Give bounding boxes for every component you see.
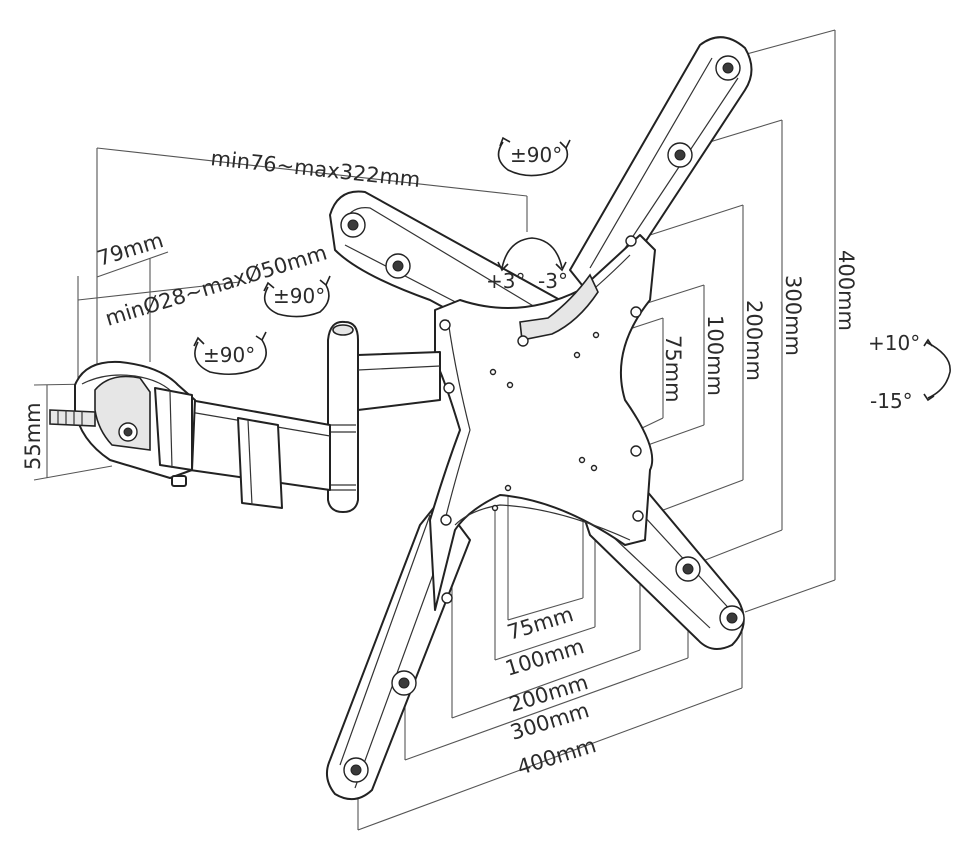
level-plus-label: +3° xyxy=(486,269,525,293)
vesa-v-100-label: 100mm xyxy=(703,315,727,396)
arm-swivel-lower-label: ±90° xyxy=(203,343,255,367)
tilt-arrow-icon xyxy=(925,341,951,399)
rotate-arrow-icon xyxy=(497,141,569,177)
rotation-indicators xyxy=(193,136,951,402)
tube-clamp xyxy=(49,360,196,487)
screw-icon xyxy=(630,306,642,318)
plate-hinge-bracket xyxy=(519,273,599,341)
top-swivel-label: ±90° xyxy=(510,143,562,167)
vesa-v-300-label: 300mm xyxy=(781,275,805,356)
plate-center xyxy=(429,234,656,611)
screw-icon xyxy=(441,592,453,604)
rotation-labels: ±90° ±90° ±90° +3° -3° +10° -15° xyxy=(203,143,920,413)
screw-icon xyxy=(443,382,455,394)
clamp-depth-label: 79mm xyxy=(94,228,166,271)
tilt-down-label: -15° xyxy=(870,389,913,413)
vesa-plate xyxy=(325,36,753,801)
screw-icon xyxy=(632,510,644,522)
rotate-arrow-icon xyxy=(263,284,330,318)
arm-extension-label: min76~max322mm xyxy=(209,146,421,192)
vesa-v-75-label: 75mm xyxy=(661,335,685,403)
level-arrow-icon xyxy=(501,237,563,269)
arm-upper-bar xyxy=(357,351,441,411)
rotate-arrow-icon xyxy=(194,339,267,376)
screw-icon xyxy=(439,319,451,331)
plate-arm-upper-right xyxy=(569,36,753,306)
clamp-height-label: 55mm xyxy=(21,402,45,470)
arm-swivel-upper-label: ±90° xyxy=(273,284,325,308)
screw-icon xyxy=(625,235,637,247)
mounting-hole-icon xyxy=(340,55,745,783)
tilt-up-label: +10° xyxy=(868,331,920,355)
vesa-v-200-label: 200mm xyxy=(742,300,766,381)
screw-icon xyxy=(630,445,642,457)
screw-icon xyxy=(440,514,452,526)
arm-cable-collar xyxy=(237,417,283,509)
arm-hinge-cylinder xyxy=(327,320,359,513)
vesa-v-400-label: 400mm xyxy=(834,250,858,331)
clamp-threaded-rod xyxy=(49,409,96,427)
level-minus-label: -3° xyxy=(538,269,568,293)
screw-icon xyxy=(517,335,529,347)
